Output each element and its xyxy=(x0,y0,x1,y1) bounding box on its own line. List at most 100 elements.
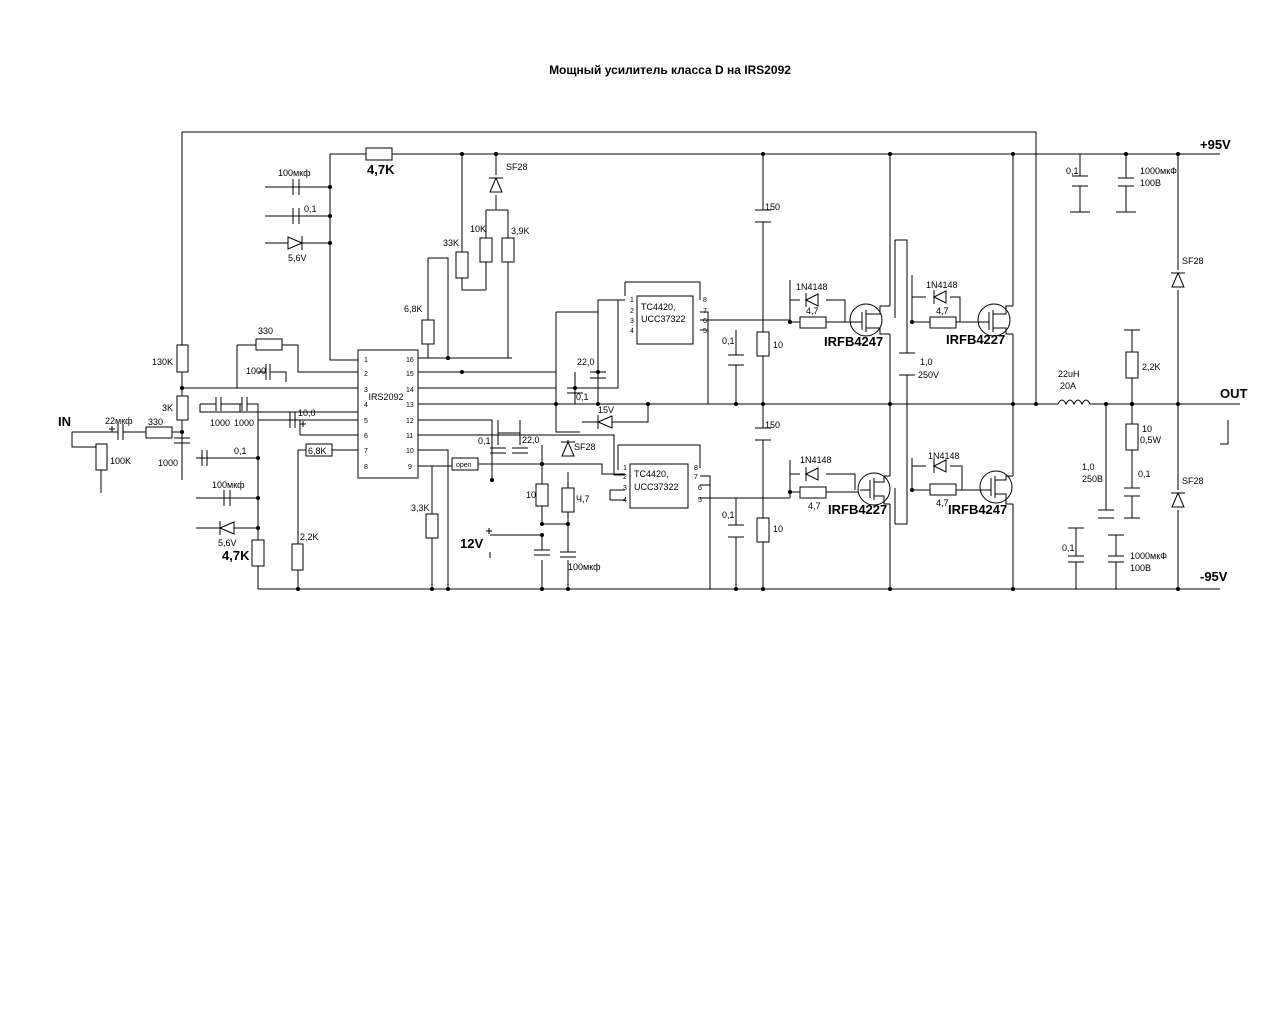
cap-150-bottom xyxy=(755,427,771,441)
svg-text:4,7: 4,7 xyxy=(808,501,821,511)
cap-100u-bot xyxy=(196,490,258,506)
schematic-title: Мощный усилитель класса D на IRS2092 xyxy=(549,63,791,77)
mosfet-q1 xyxy=(848,303,890,337)
drv-top-pin-2: 2 xyxy=(630,308,634,315)
svg-text:1N4148: 1N4148 xyxy=(926,280,958,290)
drv-bot-pin-7: 7 xyxy=(694,474,698,481)
cap-bus xyxy=(899,352,915,376)
resistor-33k xyxy=(455,251,469,279)
polarity-marks xyxy=(109,421,492,558)
irs-pin-9: 9 xyxy=(408,464,412,471)
drv-top-pin-4: 4 xyxy=(630,328,634,335)
rail-neg-label: -95V xyxy=(1200,569,1228,584)
svg-text:4,7: 4,7 xyxy=(936,498,949,508)
svg-text:1000мкФ: 1000мкФ xyxy=(1140,166,1177,176)
diode-1n4148-2 xyxy=(932,290,947,304)
svg-text:250B: 250B xyxy=(1082,474,1103,484)
svg-text:SF28: SF28 xyxy=(506,162,528,172)
svg-text:3,3K: 3,3K xyxy=(411,503,430,513)
irs-pin-13: 13 xyxy=(406,402,414,409)
drv-bot-pin-2: 2 xyxy=(623,474,627,481)
resistor-47-gate-2 xyxy=(929,316,957,329)
cap-1000u-pbot xyxy=(1108,534,1124,563)
irs-pin-1: 1 xyxy=(364,357,368,364)
svg-text:4,7: 4,7 xyxy=(936,306,949,316)
irs-pin-7: 7 xyxy=(364,448,368,455)
svg-text:22,0: 22,0 xyxy=(522,435,540,445)
cap-01-drv-top xyxy=(728,354,744,366)
resistor-330-fb xyxy=(255,338,283,351)
svg-text:1N4148: 1N4148 xyxy=(796,282,828,292)
cap-1000-b xyxy=(239,397,259,420)
svg-text:3,9K: 3,9K xyxy=(511,226,530,236)
svg-text:6,8K: 6,8K xyxy=(308,446,327,456)
driver-bottom-label-1: TC4420, xyxy=(634,469,669,479)
drv-top-pin-8: 8 xyxy=(703,297,707,304)
in-label: IN xyxy=(58,414,71,429)
svg-text:10: 10 xyxy=(526,490,536,500)
irs-pin-15: 15 xyxy=(406,371,414,378)
irs-pin-16: 16 xyxy=(406,357,414,364)
irs-pin-4: 4 xyxy=(364,402,368,409)
svg-text:150: 150 xyxy=(765,420,780,430)
svg-text:15V: 15V xyxy=(598,405,614,415)
cap-22u-in xyxy=(116,424,134,440)
resistors xyxy=(95,147,1139,571)
svg-text:0,5W: 0,5W xyxy=(1140,435,1162,445)
resistor-10-bottom xyxy=(756,517,770,543)
svg-text:3K: 3K xyxy=(162,403,173,413)
driver-top-label-1: TC4420, xyxy=(641,302,676,312)
resistor-3k xyxy=(176,395,189,421)
drv-bot-pin-3: 3 xyxy=(623,485,627,492)
resistor-10-out xyxy=(1125,423,1139,451)
svg-text:IRFB4247: IRFB4247 xyxy=(948,502,1007,517)
svg-text:0,1: 0,1 xyxy=(304,204,317,214)
svg-text:SF28: SF28 xyxy=(574,442,596,452)
drv-bot-pin-6: 6 xyxy=(698,485,702,492)
svg-text:330: 330 xyxy=(148,417,163,427)
cap-1000-c-tail xyxy=(270,371,287,382)
drv-top-pin-5: 5 xyxy=(703,328,707,335)
resistor-22k-left xyxy=(291,543,304,571)
svg-text:10: 10 xyxy=(773,524,783,534)
svg-text:22,0: 22,0 xyxy=(577,357,595,367)
capacitors xyxy=(116,175,1140,563)
svg-text:0,1: 0,1 xyxy=(1066,166,1079,176)
aux-12v-label: 12V xyxy=(460,536,483,551)
svg-text:SF28: SF28 xyxy=(1182,256,1204,266)
drv-bot-pin-1: 1 xyxy=(623,465,627,472)
drv-top-pin-1: 1 xyxy=(630,297,634,304)
resistor-130k xyxy=(176,344,189,373)
cap-01-out xyxy=(1124,487,1140,497)
resistor-47-gate-4 xyxy=(929,483,957,496)
irs-pin-11: 11 xyxy=(406,433,413,440)
cap-01-drv-bot xyxy=(728,524,744,538)
svg-text:1000: 1000 xyxy=(210,418,230,428)
drv-top-pin-6: 6 xyxy=(703,318,707,325)
svg-text:33K: 33K xyxy=(443,238,459,248)
svg-text:4,7K: 4,7K xyxy=(222,548,250,563)
svg-text:22uH: 22uH xyxy=(1058,369,1080,379)
cap-150-top xyxy=(755,209,771,223)
svg-text:1000мкФ: 1000мкФ xyxy=(1130,551,1167,561)
ic-irs2092-label: IRS2092 xyxy=(368,392,403,402)
cap-01-top xyxy=(265,208,300,224)
svg-text:100K: 100K xyxy=(110,456,131,466)
svg-text:0,1: 0,1 xyxy=(1138,469,1151,479)
resistor-47-mid xyxy=(561,487,575,513)
svg-text:2,2K: 2,2K xyxy=(1142,362,1161,372)
irs-pin-3: 3 xyxy=(364,387,368,394)
zener-56-top xyxy=(287,236,304,250)
resistor-47k-top xyxy=(365,147,393,161)
diode-sf28-mid xyxy=(561,440,575,457)
cap-1000u-ptop xyxy=(1116,177,1136,213)
svg-text:1,0: 1,0 xyxy=(920,357,933,367)
svg-text:1N4148: 1N4148 xyxy=(800,455,832,465)
resistor-10-top xyxy=(756,331,770,357)
svg-text:10: 10 xyxy=(1142,424,1152,434)
svg-text:5,6V: 5,6V xyxy=(288,253,307,263)
diode-sf28-top xyxy=(489,176,503,193)
drv-top-pin-7: 7 xyxy=(703,308,707,315)
diode-1n4148-3 xyxy=(804,467,819,481)
cap-100u-12v xyxy=(560,551,576,558)
